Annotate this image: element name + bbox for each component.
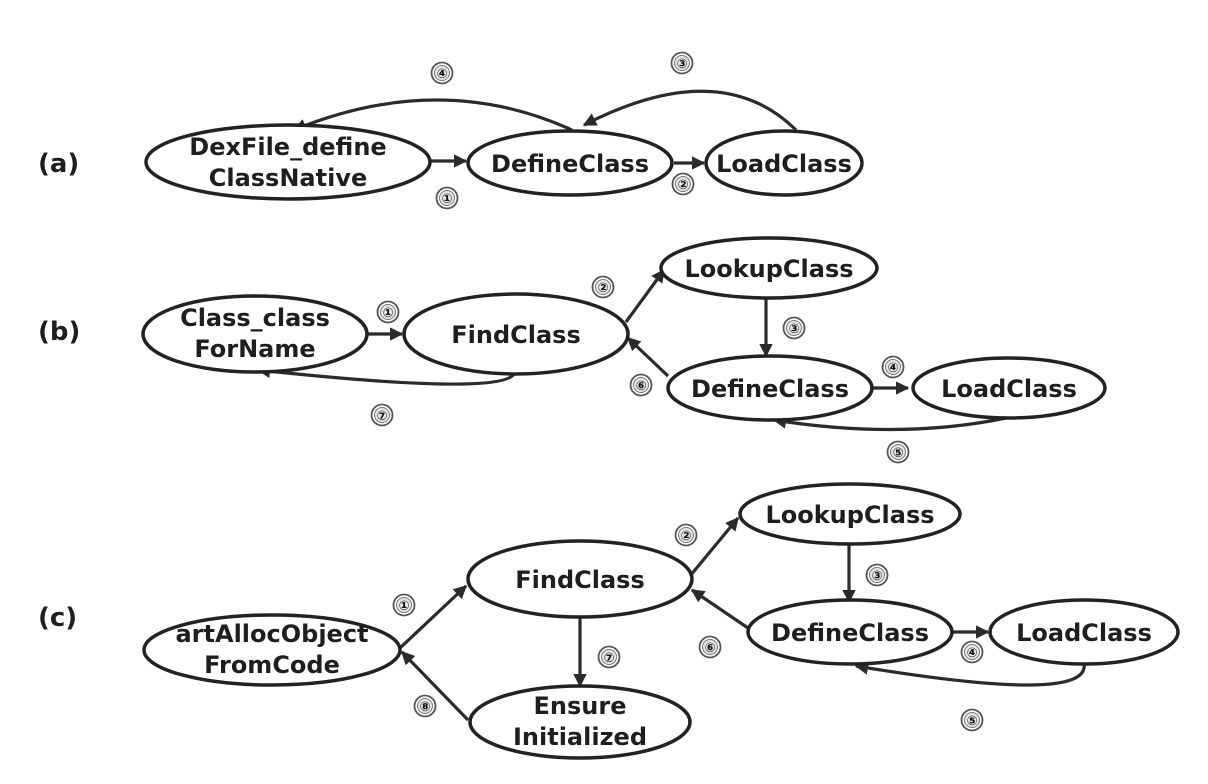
- svg-text:⑦: ⑦: [376, 409, 387, 424]
- node-c-loadclass: LoadClass: [988, 598, 1180, 666]
- panel-c: (c) artAllocObject FromCode FindClass Lo…: [38, 482, 1180, 760]
- step-a-1: ①: [435, 186, 459, 210]
- node-c-findclass: FindClass: [466, 539, 694, 619]
- step-a-3: ③: [670, 51, 694, 75]
- node-b-classfor-line1: Class_class: [180, 304, 330, 332]
- node-b-class-classforname: Class_class ForName: [141, 294, 369, 374]
- svg-text:③: ③: [788, 322, 799, 337]
- node-c-artallocobjectfromcode: artAllocObject FromCode: [142, 613, 402, 687]
- step-b-4: ④: [881, 355, 905, 379]
- node-c-ensure-line2: Initialized: [513, 723, 647, 751]
- svg-text:⑦: ⑦: [603, 651, 614, 666]
- step-b-6: ⑥: [629, 373, 653, 397]
- node-a-defineclass-label: DefineClass: [491, 150, 649, 178]
- node-b-classfor-line2: ForName: [194, 335, 315, 363]
- step-b-3: ③: [782, 316, 806, 340]
- svg-text:①: ①: [382, 306, 393, 321]
- node-a-loadclass: LoadClass: [704, 129, 864, 197]
- step-a-2: ②: [671, 172, 695, 196]
- svg-text:⑥: ⑥: [635, 379, 646, 394]
- node-c-lookupclass: LookupClass: [738, 482, 962, 546]
- node-c-loadclass-label: LoadClass: [1016, 619, 1152, 647]
- edge-a-4-define-to-dexfile: [292, 98, 573, 132]
- svg-text:④: ④: [436, 67, 447, 82]
- node-b-defineclass: DefineClass: [666, 354, 874, 422]
- svg-text:②: ②: [597, 281, 608, 296]
- svg-text:⑤: ⑤: [966, 714, 977, 729]
- node-b-lookupclass-label: LookupClass: [684, 255, 853, 283]
- svg-text:①: ①: [441, 192, 452, 207]
- step-b-1: ①: [376, 300, 400, 324]
- node-c-lookupclass-label: LookupClass: [765, 501, 934, 529]
- step-c-7: ⑦: [597, 645, 621, 669]
- edge-c-6-define-to-find: [690, 588, 749, 630]
- svg-text:③: ③: [676, 57, 687, 72]
- panel-c-label: (c): [38, 603, 77, 633]
- node-c-defineclass-label: DefineClass: [771, 619, 929, 647]
- node-a-dexfile-line2: ClassNative: [209, 164, 368, 192]
- panel-a-label: (a): [38, 149, 79, 179]
- svg-text:⑥: ⑥: [704, 641, 715, 656]
- step-c-8: ⑧: [413, 694, 437, 718]
- node-a-loadclass-label: LoadClass: [716, 150, 852, 178]
- step-c-6: ⑥: [698, 635, 722, 659]
- svg-text:③: ③: [871, 569, 882, 584]
- step-b-2: ②: [591, 275, 615, 299]
- step-c-5: ⑤: [960, 708, 984, 732]
- node-b-defineclass-label: DefineClass: [691, 375, 849, 403]
- node-c-findclass-label: FindClass: [515, 566, 645, 594]
- panel-a: (a) DexFile_define ClassNative DefineCla…: [38, 51, 864, 210]
- edge-b-2-find-to-lookup: [624, 268, 666, 323]
- node-b-loadclass: LoadClass: [911, 356, 1107, 420]
- edge-b-5-load-to-define: [772, 415, 1007, 432]
- node-b-loadclass-label: LoadClass: [941, 375, 1077, 403]
- svg-text:①: ①: [398, 599, 409, 614]
- svg-text:②: ②: [680, 529, 691, 544]
- node-a-dexfile-line1: DexFile_define: [189, 133, 386, 161]
- svg-text:④: ④: [966, 646, 977, 661]
- node-a-defineclass: DefineClass: [466, 129, 674, 197]
- step-c-2: ②: [674, 523, 698, 547]
- node-c-ensure-line1: Ensure: [534, 692, 627, 720]
- step-a-4: ④: [430, 61, 454, 85]
- step-b-7: ⑦: [370, 403, 394, 427]
- node-c-ensureinitialized: Ensure Initialized: [468, 684, 692, 760]
- edge-a-3-load-to-define: [582, 89, 798, 132]
- panel-b-label: (b): [38, 317, 80, 347]
- node-b-findclass-label: FindClass: [451, 321, 581, 349]
- step-b-5: ⑤: [886, 440, 910, 464]
- node-b-findclass: FindClass: [402, 292, 630, 376]
- edge-c-1-art-to-find: [398, 584, 468, 650]
- node-c-art-line1: artAllocObject: [175, 620, 368, 648]
- edge-b-7-find-to-classfor: [256, 364, 516, 386]
- svg-text:⑤: ⑤: [892, 446, 903, 461]
- step-c-3: ③: [865, 563, 889, 587]
- edge-c-5-load-to-define: [854, 661, 1086, 687]
- edge-b-6-define-to-find: [626, 336, 670, 378]
- svg-text:⑧: ⑧: [419, 700, 430, 715]
- edge-c-2-find-to-lookup: [688, 516, 740, 578]
- node-b-lookupclass: LookupClass: [659, 236, 879, 300]
- panel-b: (b) Class_class ForName FindClass Lookup…: [38, 236, 1107, 464]
- node-a-dexfile-defineclassnative: DexFile_define ClassNative: [144, 123, 432, 201]
- step-c-1: ①: [392, 593, 416, 617]
- svg-text:④: ④: [887, 361, 898, 376]
- edge-c-8-ensure-to-art: [400, 650, 470, 722]
- svg-text:②: ②: [677, 178, 688, 193]
- node-c-defineclass: DefineClass: [746, 598, 954, 666]
- node-c-art-line2: FromCode: [204, 651, 340, 679]
- step-c-4: ④: [960, 640, 984, 664]
